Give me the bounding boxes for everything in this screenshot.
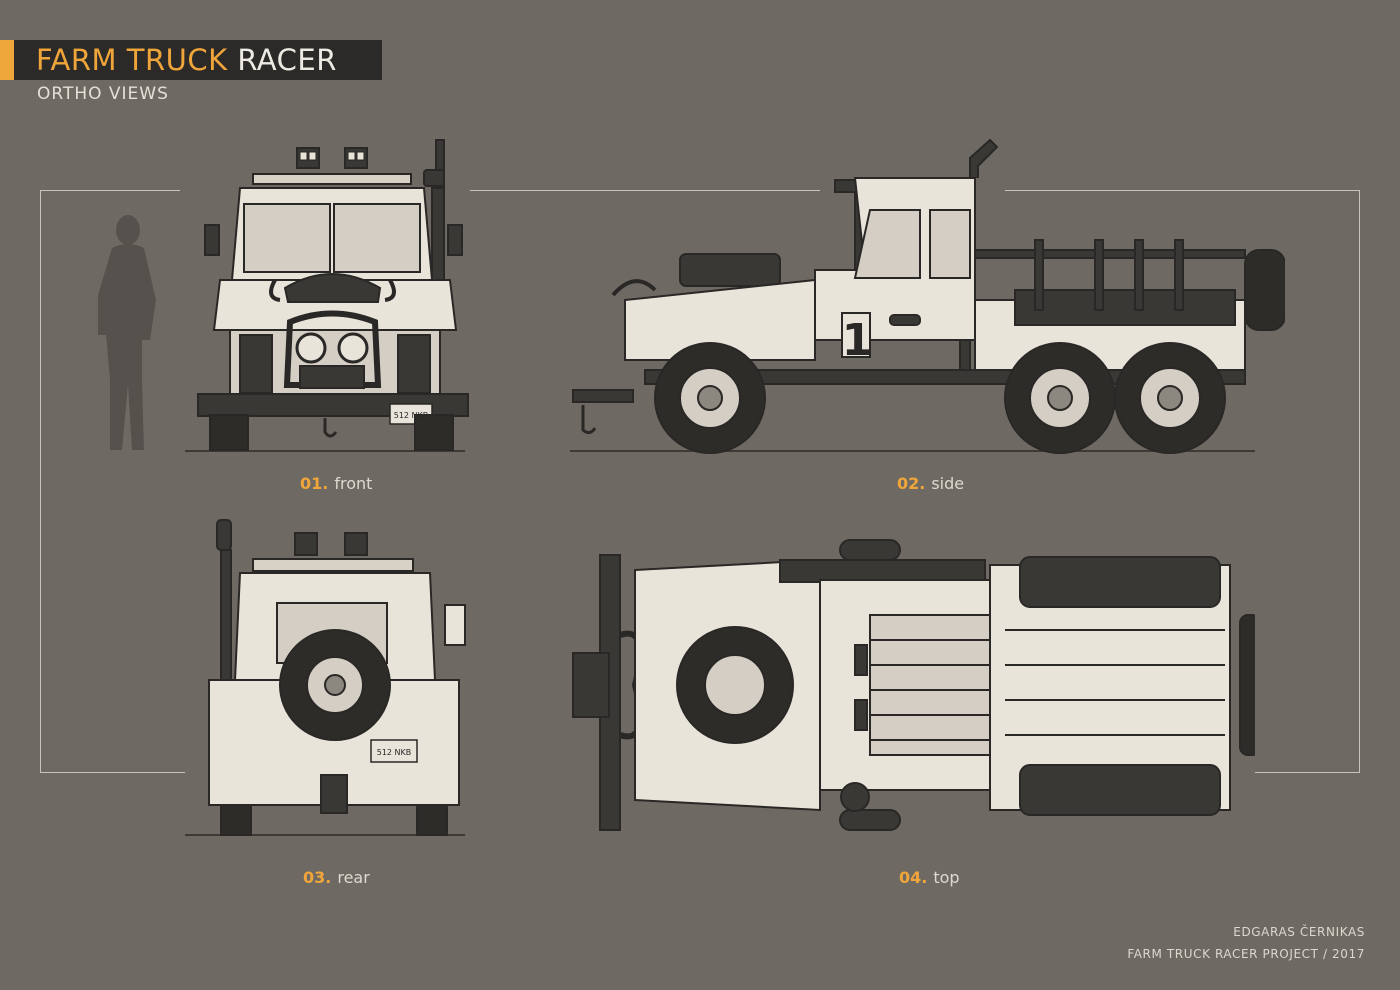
- ground-line-rear: [185, 834, 465, 836]
- caption-front-label: front: [334, 474, 373, 493]
- caption-rear-label: rear: [337, 868, 370, 887]
- caption-rear: 03. rear: [303, 868, 370, 887]
- frame-left: [40, 190, 41, 772]
- caption-front: 01. front: [300, 474, 372, 493]
- caption-side-label: side: [931, 474, 965, 493]
- title-part-1: FARM TRUCK: [36, 43, 228, 77]
- front-view-drawing: 512 NKB: [98, 139, 469, 451]
- page-title: FARM TRUCK RACER: [36, 42, 337, 78]
- side-race-number: 1: [842, 315, 873, 366]
- caption-top-label: top: [933, 868, 960, 887]
- ground-line-front: [185, 450, 465, 452]
- title-bar: [0, 40, 382, 80]
- caption-side: 02. side: [897, 474, 964, 493]
- caption-top-number: 04.: [899, 868, 928, 887]
- frame-top-left: [40, 190, 180, 191]
- title-part-2: RACER: [237, 43, 337, 77]
- page-subtitle: ORTHO VIEWS: [37, 84, 169, 104]
- caption-rear-number: 03.: [303, 868, 332, 887]
- frame-bottom-left: [40, 772, 185, 773]
- credit-project: FARM TRUCK RACER PROJECT / 2017: [1127, 947, 1365, 961]
- caption-side-number: 02.: [897, 474, 926, 493]
- front-plate-text: 512 NKB: [394, 411, 429, 420]
- frame-top-right: [1005, 190, 1360, 191]
- human-scale-silhouette: [98, 215, 156, 450]
- frame-top-middle: [470, 190, 820, 191]
- side-wheels: [654, 342, 1226, 454]
- ground-line-side: [570, 450, 1255, 452]
- top-view-drawing: [572, 539, 1255, 831]
- caption-top: 04. top: [899, 868, 960, 887]
- side-view-drawing: 1: [572, 138, 1285, 454]
- frame-right: [1359, 190, 1360, 772]
- caption-front-number: 01.: [300, 474, 329, 493]
- title-accent-stripe: [0, 40, 14, 80]
- rear-view-drawing: 512 NKB: [208, 519, 466, 836]
- rear-plate-text: 512 NKB: [377, 748, 412, 757]
- credit-author: EDGARAS ČERNIKAS: [1233, 925, 1365, 939]
- frame-bottom-right: [1255, 772, 1360, 773]
